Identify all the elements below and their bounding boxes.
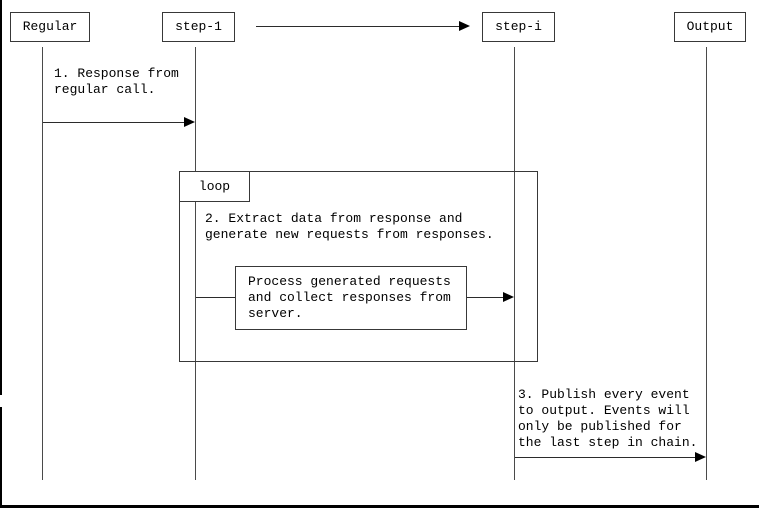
process-box-line-3: server. — [248, 306, 303, 321]
participant-step-i: step-i — [482, 12, 555, 42]
message-2-line-2: generate new requests from responses. — [205, 227, 494, 242]
message-3-label: 3. Publish every event to output. Events… — [518, 387, 697, 451]
message-1-line-2: regular call. — [54, 82, 156, 97]
lifeline-step-i — [514, 47, 515, 480]
process-box-line-1: Process generated requests — [248, 274, 451, 289]
window-left-edge — [0, 0, 2, 506]
message-3-arrow-line — [515, 457, 695, 458]
process-box-out-line — [467, 297, 503, 298]
message-1-line-1: 1. Response from — [54, 66, 179, 81]
participant-step-i-label: step-i — [495, 19, 542, 34]
message-3-line-1: 3. Publish every event — [518, 387, 690, 402]
message-3-line-3: only be published for — [518, 419, 682, 434]
process-box-line-2: and collect responses from — [248, 290, 451, 305]
message-3-line-4: the last step in chain. — [518, 435, 698, 450]
participant-output: Output — [674, 12, 746, 42]
participant-regular-label: Regular — [22, 19, 78, 34]
message-2-line-1: 2. Extract data from response and — [205, 211, 463, 226]
message-1-arrow-line — [43, 122, 185, 123]
loop-fragment-frame — [179, 171, 538, 362]
arrowhead-right-icon — [184, 117, 195, 127]
window-bottom-edge — [0, 505, 759, 508]
participant-step-1-label: step-1 — [175, 19, 222, 34]
message-1-label: 1. Response from regular call. — [54, 66, 179, 98]
process-box-in-line — [196, 297, 235, 298]
message-2-label: 2. Extract data from response and genera… — [205, 211, 494, 243]
lifeline-output — [706, 47, 707, 480]
participant-output-label: Output — [686, 19, 734, 34]
left-edge-cursor-notch — [0, 395, 3, 407]
arrowhead-right-icon — [459, 21, 470, 31]
lifeline-step-1 — [195, 47, 196, 480]
participant-regular: Regular — [10, 12, 90, 42]
message-3-line-2: to output. Events will — [518, 403, 690, 418]
process-action-box: Process generated requests and collect r… — [235, 266, 467, 330]
loop-fragment-operator: loop — [179, 171, 250, 202]
lifeline-regular — [42, 47, 43, 480]
loop-label: loop — [198, 178, 231, 194]
chain-arrow-line — [256, 26, 462, 27]
participant-step-1: step-1 — [162, 12, 235, 42]
arrowhead-right-icon — [503, 292, 514, 302]
arrowhead-right-icon — [695, 452, 706, 462]
